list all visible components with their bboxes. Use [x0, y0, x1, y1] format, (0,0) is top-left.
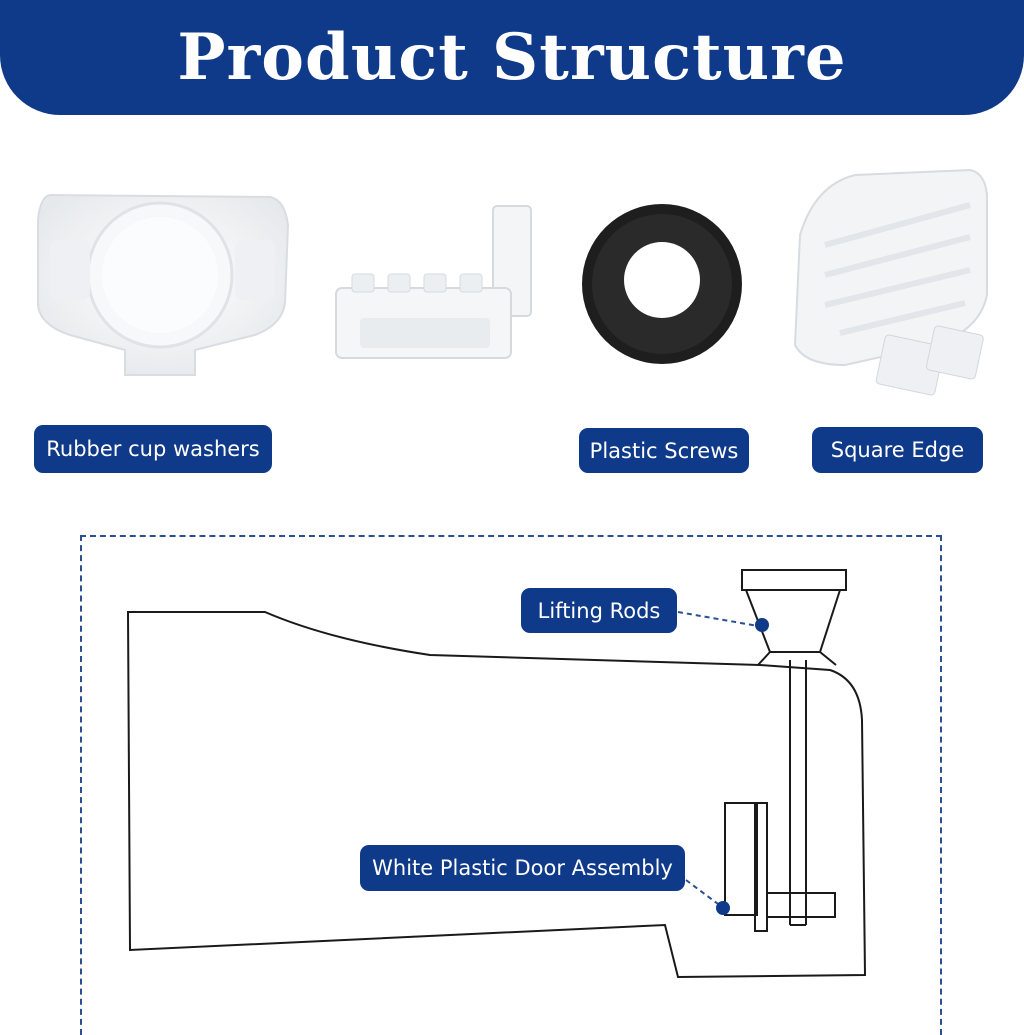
label-door-assembly: White Plastic Door Assembly: [360, 845, 685, 891]
bracket-part-image: [335, 205, 532, 359]
label-rubber-cup-washers: Rubber cup washers: [34, 425, 272, 473]
door-assembly-marker: [716, 901, 730, 915]
rubber-cup-washer-image: [37, 193, 290, 376]
lifting-rods-marker: [755, 618, 769, 632]
diagram-frame: [80, 535, 942, 1035]
square-edge-part-image: [793, 168, 988, 396]
black-washer-image: [582, 204, 742, 364]
label-plastic-screws: Plastic Screws: [579, 428, 749, 473]
label-lifting-rods: Lifting Rods: [521, 588, 677, 633]
header-banner: Product Structure: [0, 0, 1024, 115]
page-title: Product Structure: [177, 20, 847, 95]
label-square-edge: Square Edge: [812, 427, 983, 473]
